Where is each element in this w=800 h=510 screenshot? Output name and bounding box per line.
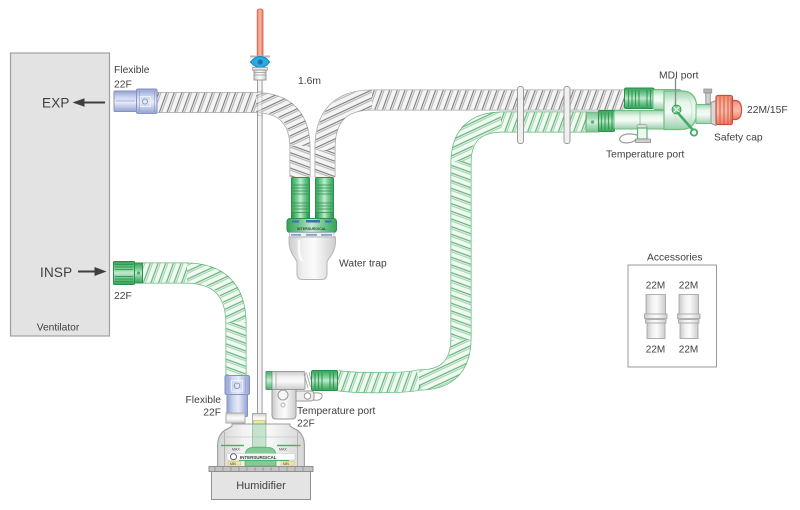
- svg-text:22F: 22F: [114, 80, 132, 91]
- svg-text:MIN: MIN: [283, 462, 290, 466]
- svg-text:MAX: MAX: [279, 448, 287, 452]
- svg-text:22F: 22F: [114, 291, 132, 302]
- svg-text:22M: 22M: [646, 345, 665, 356]
- svg-text:EXP: EXP: [42, 96, 70, 111]
- svg-text:Ventilator: Ventilator: [37, 323, 80, 334]
- svg-text:22M: 22M: [679, 345, 698, 356]
- svg-text:MDI port: MDI port: [659, 71, 699, 82]
- svg-text:22F: 22F: [203, 408, 221, 419]
- svg-text:MAX: MAX: [232, 448, 240, 452]
- svg-text:INTERSURGICAL: INTERSURGICAL: [297, 227, 327, 231]
- svg-text:Temperature port: Temperature port: [297, 406, 376, 417]
- svg-text:Water trap: Water trap: [339, 259, 387, 270]
- svg-text:22F: 22F: [297, 419, 315, 430]
- svg-text:INSP: INSP: [40, 265, 72, 280]
- svg-text:1.6m: 1.6m: [298, 76, 321, 87]
- svg-text:Safety cap: Safety cap: [714, 133, 763, 144]
- svg-text:Flexible: Flexible: [186, 395, 222, 406]
- svg-text:22M: 22M: [679, 281, 698, 292]
- svg-text:Humidifier: Humidifier: [236, 480, 286, 492]
- svg-text:Accessories: Accessories: [647, 253, 703, 264]
- svg-text:INTERSURGICAL: INTERSURGICAL: [240, 455, 277, 460]
- svg-text:MIN: MIN: [230, 462, 237, 466]
- svg-text:22M/15F: 22M/15F: [747, 105, 788, 116]
- svg-text:Flexible: Flexible: [114, 65, 150, 76]
- svg-text:Temperature port: Temperature port: [606, 150, 685, 161]
- svg-text:22M: 22M: [646, 281, 665, 292]
